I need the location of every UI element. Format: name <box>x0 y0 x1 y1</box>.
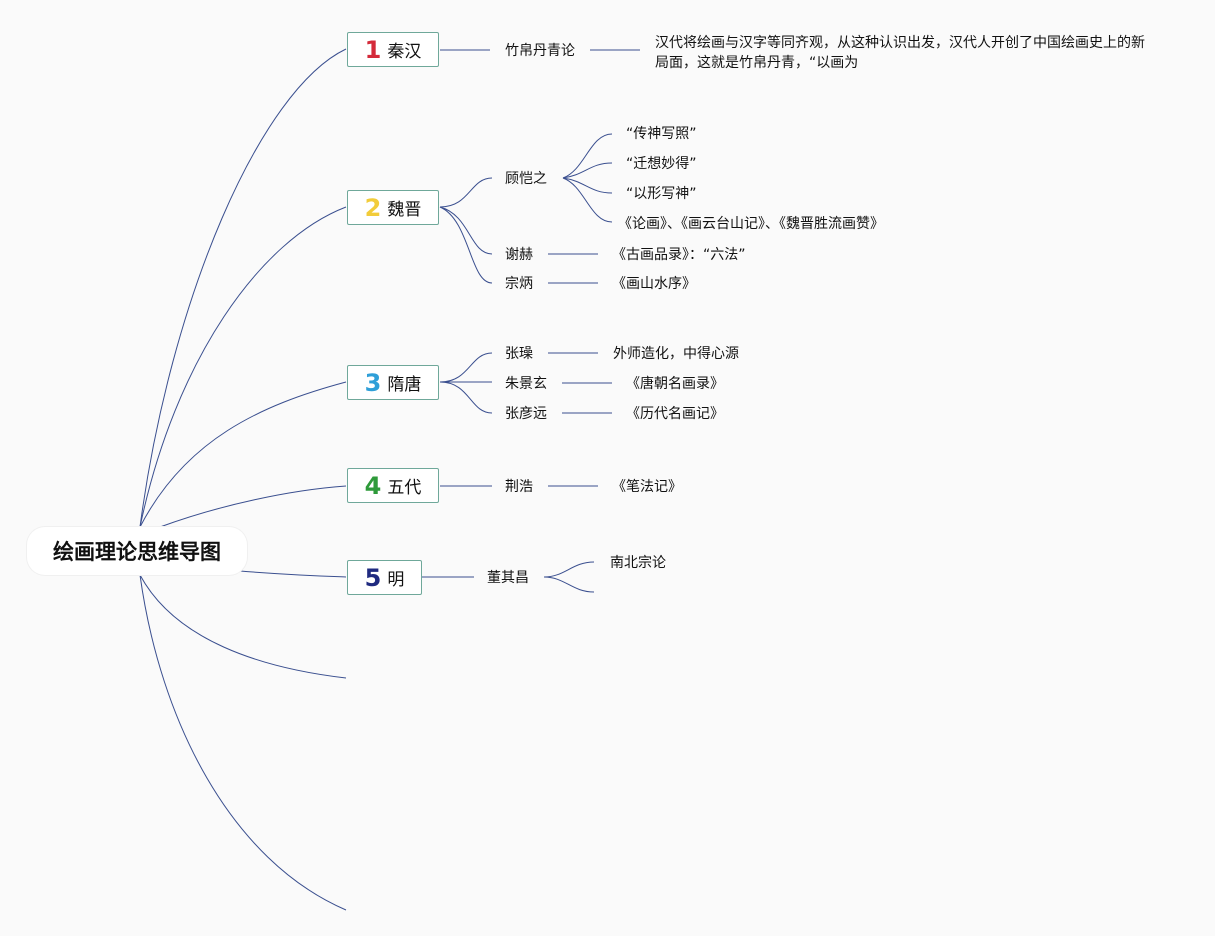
work-hua-shan-shui-xu[interactable]: 《画山水序》 <box>612 276 696 292</box>
connector-root-era5 <box>239 570 347 578</box>
person-gu-kaizhi[interactable]: 顾恺之 <box>505 171 547 187</box>
era-node-ming[interactable]: 5 明 <box>347 560 422 595</box>
era-number-4: 4 <box>364 471 382 500</box>
theory-item[interactable]: “以形写神” <box>626 186 697 202</box>
person-zhang-yanyuan[interactable]: 张彦远 <box>505 406 547 422</box>
theory-waishi-zaohua[interactable]: 外师造化，中得心源 <box>613 346 739 362</box>
era-node-weijin[interactable]: 2 魏晋 <box>347 190 439 225</box>
theory-item[interactable]: “传神写照” <box>626 126 697 142</box>
connector-dong-item1 <box>543 561 595 578</box>
connector-root-era3 <box>139 381 347 528</box>
topic-zhubo-danqing[interactable]: 竹帛丹青论 <box>505 43 575 59</box>
theory-nan-bei-zong[interactable]: 南北宗论 <box>610 555 666 571</box>
connector-gu-item2 <box>562 162 613 179</box>
connector-root-era1 <box>139 48 347 528</box>
person-zhang-zao[interactable]: 张璪 <box>505 346 533 362</box>
work-gu-hua-pin-lu[interactable]: 《古画品录》：“六法” <box>612 247 746 263</box>
era-number-2: 2 <box>364 193 382 222</box>
connector-root-empty2 <box>139 574 347 911</box>
person-jing-hao[interactable]: 荆浩 <box>505 479 533 495</box>
connector-root-era4 <box>159 485 347 528</box>
connector-root-era2 <box>139 206 347 528</box>
era-node-qinhan[interactable]: 1 秦汉 <box>347 32 439 67</box>
connector-era2-xie <box>439 206 493 255</box>
era-label: 魏晋 <box>387 200 422 220</box>
era-number-1: 1 <box>364 35 382 64</box>
era-node-wudai[interactable]: 4 五代 <box>347 468 439 503</box>
era-node-suitang[interactable]: 3 隋唐 <box>347 365 439 400</box>
connector-era2-zong <box>439 206 493 284</box>
person-zong-bing[interactable]: 宗炳 <box>505 276 533 292</box>
work-li-dai-ming-hua-ji[interactable]: 《历代名画记》 <box>626 406 724 422</box>
theory-item[interactable]: “迁想妙得” <box>626 156 697 172</box>
era-number-5: 5 <box>364 563 382 592</box>
connector-gu-item4 <box>562 177 613 223</box>
connector-era3-yan <box>439 381 493 414</box>
works-item[interactable]: 《论画》、《画云台山记》、《魏晋胜流画赞》 <box>618 216 884 232</box>
work-tang-chao-ming-hua-lu[interactable]: 《唐朝名画录》 <box>626 376 724 392</box>
era-number-3: 3 <box>364 368 382 397</box>
person-zhu-jingxuan[interactable]: 朱景玄 <box>505 376 547 392</box>
era-label: 隋唐 <box>387 375 422 395</box>
person-dong-qichang[interactable]: 董其昌 <box>487 570 529 586</box>
person-xie-he[interactable]: 谢赫 <box>505 247 533 263</box>
era-label: 秦汉 <box>387 42 422 62</box>
connector-era2-gu <box>439 177 493 208</box>
connector-gu-item3 <box>562 177 613 194</box>
connector-gu-item1 <box>562 133 613 179</box>
topic-description[interactable]: 汉代将绘画与汉字等同齐观，从这种认识出发，汉代人开创了中国绘画史上的新局面，这就… <box>655 35 1145 71</box>
connector-era3-zhang <box>439 352 493 383</box>
root-topic[interactable]: 绘画理论思维导图 <box>27 527 247 575</box>
connector-dong-item2 <box>543 576 595 593</box>
era-label: 明 <box>387 570 405 590</box>
era-label: 五代 <box>387 478 422 498</box>
work-bi-fa-ji[interactable]: 《笔法记》 <box>612 479 682 495</box>
connector-root-empty1 <box>139 574 347 679</box>
